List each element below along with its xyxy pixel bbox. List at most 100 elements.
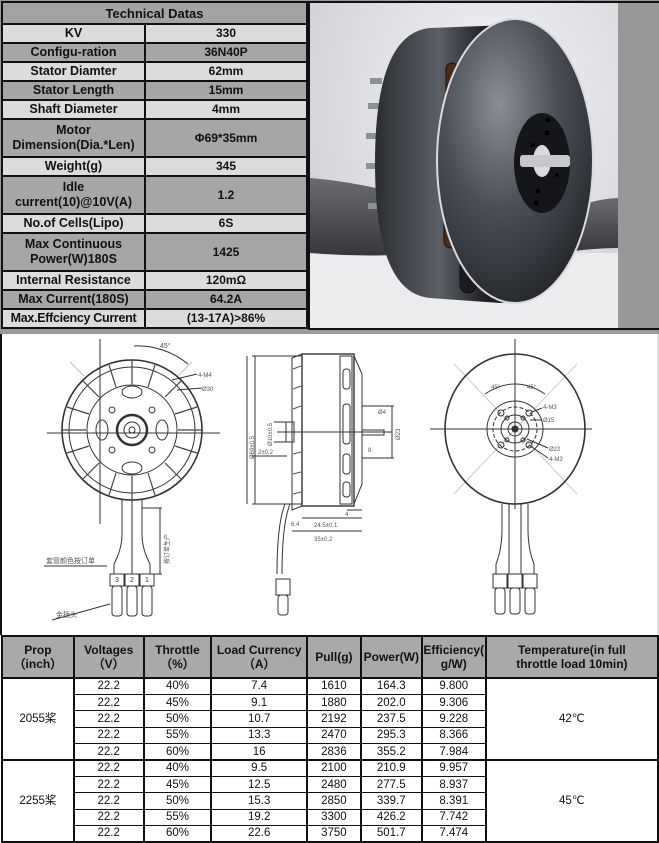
power-cell: 277.5 <box>359 775 423 794</box>
spec-section: Technical Datas KV 330 Configu-ration 36… <box>0 0 659 334</box>
efficiency-cell: 7.984 <box>420 743 487 761</box>
power-cell: 295.3 <box>359 726 423 745</box>
pull-cell: 2836 <box>305 743 362 761</box>
efficiency-cell: 7.742 <box>420 808 487 827</box>
spec-value: 15mm <box>144 80 308 101</box>
efficiency-cell: 9.957 <box>420 759 487 777</box>
table-row: 22.2 50% 15.3 2850 339.7 8.391 <box>2 792 658 810</box>
motor-photo <box>308 1 618 330</box>
current-cell: 22.6 <box>210 825 308 843</box>
technical-drawing: 45° 4-M4 Ø30 套管颜色按订单 金插头 3 2 1 按订单生产 <box>0 334 659 635</box>
spec-value: 1.2 <box>144 175 308 215</box>
spec-value: 330 <box>144 23 308 44</box>
total-len-label: 35±0.2 <box>314 537 333 543</box>
spec-label: Shaft Diameter <box>1 99 146 120</box>
throttle-cell: 40% <box>142 677 213 695</box>
shaft-dia-label: Ø4 <box>378 410 387 416</box>
current-cell: 15.3 <box>210 792 308 810</box>
table-row: 22.2 60% 22.6 3750 501.7 7.474 <box>2 825 658 843</box>
step-label: 2±0.2 <box>258 450 274 456</box>
voltage-cell: 22.2 <box>72 808 145 827</box>
spec-row: Internal Resistance 120mΩ <box>1 270 308 291</box>
efficiency-cell: 8.391 <box>420 792 487 810</box>
spec-row: Max.Effciency Current (13-17A)>86% <box>1 308 308 329</box>
col-header-efficiency: Efficiency(g/W) <box>420 635 487 679</box>
rear-holes-b: 4-M3 <box>549 457 563 463</box>
voltage-cell: 22.2 <box>72 775 145 794</box>
efficiency-cell: 9.228 <box>420 710 487 728</box>
current-cell: 13.3 <box>210 726 308 745</box>
col-header-current: Load Currency（A） <box>210 635 308 679</box>
temperature-cell: 45℃ <box>484 758 659 843</box>
body-len-label: 24.5±0.1 <box>314 523 338 529</box>
spec-row: KV 330 <box>1 23 308 44</box>
pull-cell: 2850 <box>305 792 362 810</box>
power-cell: 237.5 <box>359 710 423 728</box>
spec-row: Stator Length 15mm <box>1 80 308 101</box>
table-row: 22.2 60% 16 2836 355.2 7.984 <box>2 743 658 761</box>
throttle-cell: 45% <box>142 775 213 794</box>
power-cell: 164.3 <box>359 677 423 695</box>
power-cell: 501.7 <box>359 825 423 843</box>
spec-value: 36N40P <box>144 42 308 63</box>
rear-holes-a: 4-M3 <box>543 405 557 411</box>
spec-label-line: Dimension(Dia.*Len) <box>12 138 135 152</box>
spec-label: Configu-ration <box>1 42 146 63</box>
spec-label-line: Idle <box>62 180 85 194</box>
spec-value: Φ69*35mm <box>144 118 308 158</box>
voltage-cell: 22.2 <box>72 677 145 695</box>
d2-label: 4 <box>345 512 349 518</box>
efficiency-cell: 8.937 <box>420 775 487 794</box>
power-cell: 202.0 <box>359 693 423 712</box>
throttle-cell: 60% <box>142 825 213 843</box>
efficiency-cell: 8.366 <box>420 726 487 745</box>
spec-label: Max.Effciency Current <box>1 308 146 329</box>
wire-number: 1 <box>145 577 149 584</box>
spec-row: Max Current(180S) 64.2A <box>1 289 308 310</box>
rear-angle-left: 45° <box>491 385 501 391</box>
power-cell: 210.9 <box>359 759 423 777</box>
perf-header-row: Prop（inch） Voltages（V） Throttle（%） Load … <box>1 635 659 679</box>
col-header-voltage: Voltages（V） <box>72 635 145 679</box>
pull-cell: 2100 <box>305 759 362 777</box>
throttle-cell: 55% <box>142 808 213 827</box>
table-row: 22.2 50% 10.7 2192 237.5 9.228 <box>2 710 658 728</box>
spec-value: 62mm <box>144 61 308 82</box>
spec-row: Shaft Diameter 4mm <box>1 99 308 120</box>
voltage-cell: 22.2 <box>72 792 145 810</box>
spec-title-row: Technical Datas <box>1 1 308 25</box>
voltage-cell: 22.2 <box>72 825 145 843</box>
side-view-drawing <box>246 353 394 616</box>
spec-row: Max Continuous Power(W)180S 1425 <box>1 232 308 272</box>
prop-cell: 2255桨 <box>1 758 75 843</box>
wire-number: 2 <box>130 577 134 584</box>
current-cell: 19.2 <box>210 808 308 827</box>
spec-label-line: Max Continuous <box>24 237 123 251</box>
throttle-cell: 45% <box>142 693 213 712</box>
spec-value: (13-17A)>86% <box>144 308 308 329</box>
pull-cell: 2480 <box>305 775 362 794</box>
current-cell: 16 <box>210 743 308 761</box>
spec-value: 4mm <box>144 99 308 120</box>
front-pcd-label: Ø30 <box>202 387 214 393</box>
table-row: 2055桨 22.2 40% 7.4 1610 164.3 9.800 42℃ <box>1 677 659 761</box>
hub-dia-label: Ø23 <box>396 428 402 440</box>
spec-row: Motor Dimension(Dia.*Len) Φ69*35mm <box>1 118 308 158</box>
throttle-cell: 40% <box>142 759 213 777</box>
voltage-cell: 22.2 <box>72 693 145 712</box>
spec-value: 64.2A <box>144 289 308 310</box>
rear-pcd-b: Ø22 <box>549 447 561 453</box>
throttle-cell: 50% <box>142 792 213 810</box>
voltage-cell: 22.2 <box>72 710 145 728</box>
pull-cell: 2192 <box>305 710 362 728</box>
outer-dia-label: Ø69±0.5 <box>250 435 256 459</box>
spec-table-title: Technical Datas <box>1 1 308 25</box>
pull-cell: 1610 <box>305 677 362 695</box>
throttle-cell: 55% <box>142 726 213 745</box>
pull-cell: 2470 <box>305 726 362 745</box>
col-header-pull: Pull(g) <box>305 635 362 679</box>
spec-label-line: Motor <box>56 123 91 137</box>
spec-row: No.of Cells(Lipo) 6S <box>1 213 308 234</box>
current-cell: 12.5 <box>210 775 308 794</box>
